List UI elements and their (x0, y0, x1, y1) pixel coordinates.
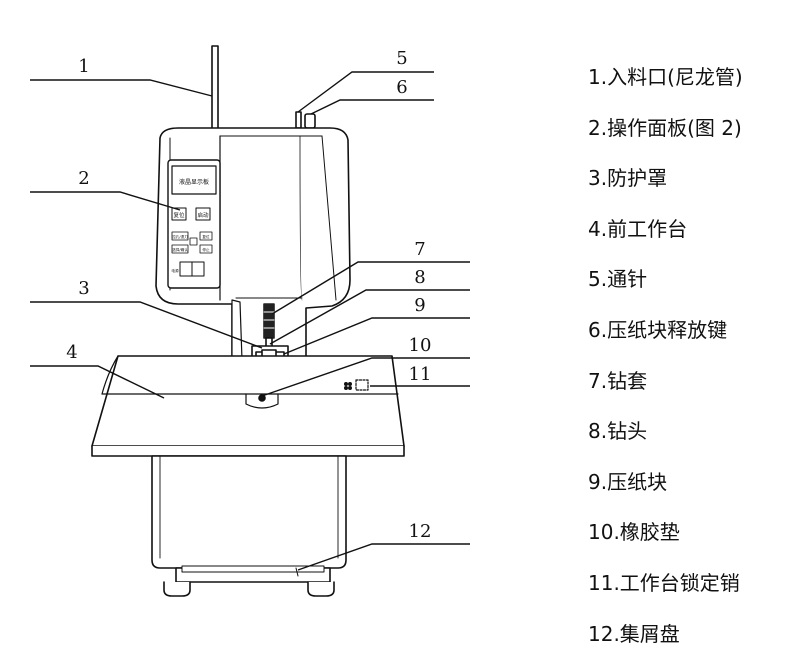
legend-item-8: 8.钻头 (588, 419, 648, 444)
lcd-label: 液晶显示板 (179, 178, 209, 186)
drill-sleeve (263, 303, 275, 339)
callout-6: 6 (396, 77, 407, 98)
reset-button (171, 207, 187, 221)
table-lock-pin (343, 379, 369, 391)
callout-7: 7 (414, 239, 425, 260)
legend-item-1: 1.入料口(尼龙管) (588, 65, 743, 89)
legend-item-10: 10.橡胶垫 (588, 520, 680, 545)
leader-2 (30, 191, 181, 211)
release-key-cap (304, 113, 316, 129)
callout-numbers: 1 2 3 4 5 6 7 8 9 10 11 12 (66, 48, 431, 542)
callout-3: 3 (78, 278, 89, 299)
callout-12: 12 (409, 521, 432, 542)
btn-row2-right-label[interactable]: 复位 (202, 234, 210, 239)
rubber-pad-hole (258, 394, 266, 402)
btn-row3-right-label[interactable]: 停止 (202, 247, 210, 252)
btn-row3-left-label[interactable]: 选择/确认 (172, 247, 188, 252)
leader-8 (269, 289, 470, 345)
leader-7 (271, 261, 470, 315)
btn-row2-left-label[interactable]: 拉孔/退刀 (172, 234, 188, 239)
callout-4: 4 (66, 342, 77, 363)
legend-item-5: 5.通针 (588, 267, 648, 292)
protective-guard (231, 299, 243, 363)
machine-base (151, 455, 347, 569)
front-worktable (91, 355, 405, 447)
foot-left (163, 581, 191, 597)
feed-pin-cap (295, 111, 302, 129)
lcd-display (171, 165, 217, 195)
start-button (195, 207, 211, 221)
foot-right (307, 581, 335, 597)
legend-item-7: 7.钻套 (588, 368, 648, 393)
callout-5: 5 (396, 48, 407, 69)
legend-item-3: 3.防护罩 (588, 166, 668, 191)
leader-4 (30, 365, 165, 399)
leader-3 (30, 301, 263, 349)
feed-tube (211, 45, 219, 133)
leader-12 (297, 543, 470, 571)
legend-item-2: 2.操作面板(图 2) (588, 115, 742, 140)
callout-8: 8 (414, 267, 425, 288)
legend-item-6: 6.压纸块释放键 (588, 317, 728, 342)
leader-1 (30, 79, 213, 97)
callout-10: 10 (409, 335, 432, 356)
legend-item-12: 12.集屑盘 (588, 621, 680, 646)
callout-1: 1 (78, 56, 89, 77)
power-switch-label: 电源 (171, 268, 179, 273)
legend-item-11: 11.工作台锁定销 (588, 570, 740, 595)
callout-9: 9 (414, 295, 425, 316)
leader-6 (310, 99, 434, 115)
leader-9 (283, 317, 470, 355)
leader-10 (261, 357, 470, 397)
legend-item-9: 9.压纸块 (588, 469, 668, 494)
parts-legend: 1.入料口(尼龙管) 2.操作面板(图 2) 3.防护罩 4.前工作台 5.通针… (588, 52, 793, 659)
legend-item-4: 4.前工作台 (588, 216, 688, 241)
reset-button-label[interactable]: 复位 (173, 211, 185, 219)
leader-5 (297, 71, 434, 113)
callout-11: 11 (409, 364, 432, 385)
start-button-label[interactable]: 启动 (197, 211, 209, 219)
callout-2: 2 (78, 168, 89, 189)
